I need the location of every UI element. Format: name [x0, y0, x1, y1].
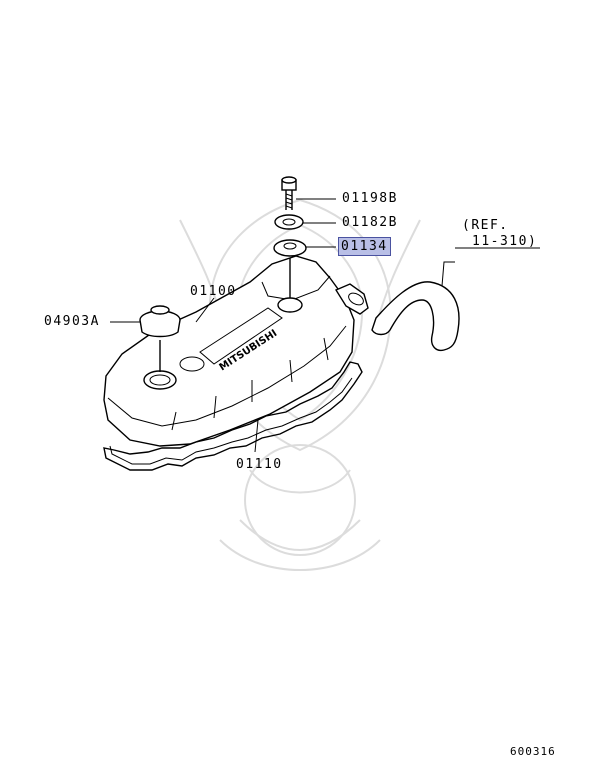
label-washer[interactable]: 01182B [342, 215, 398, 230]
grommet [273, 239, 307, 298]
oil-filler-cap [139, 305, 181, 372]
leader-lines [110, 198, 540, 453]
label-gasket[interactable]: 01110 [236, 457, 283, 472]
label-oil-filler-cap[interactable]: 04903A [44, 314, 100, 329]
label-bolt[interactable]: 01198B [342, 191, 398, 206]
reference-line-2: 11-310) [472, 234, 538, 249]
bolt [281, 176, 297, 210]
breather-hose [371, 281, 460, 352]
diagram-code: 600316 [510, 745, 556, 758]
watermark-emblem [179, 198, 421, 571]
label-grommet[interactable]: 01134 [338, 237, 391, 256]
rocker-cover: MITSUBISHI [103, 255, 369, 447]
washer [274, 214, 304, 230]
label-rocker-cover[interactable]: 01100 [190, 284, 237, 299]
reference-line-1: (REF. [462, 218, 509, 233]
